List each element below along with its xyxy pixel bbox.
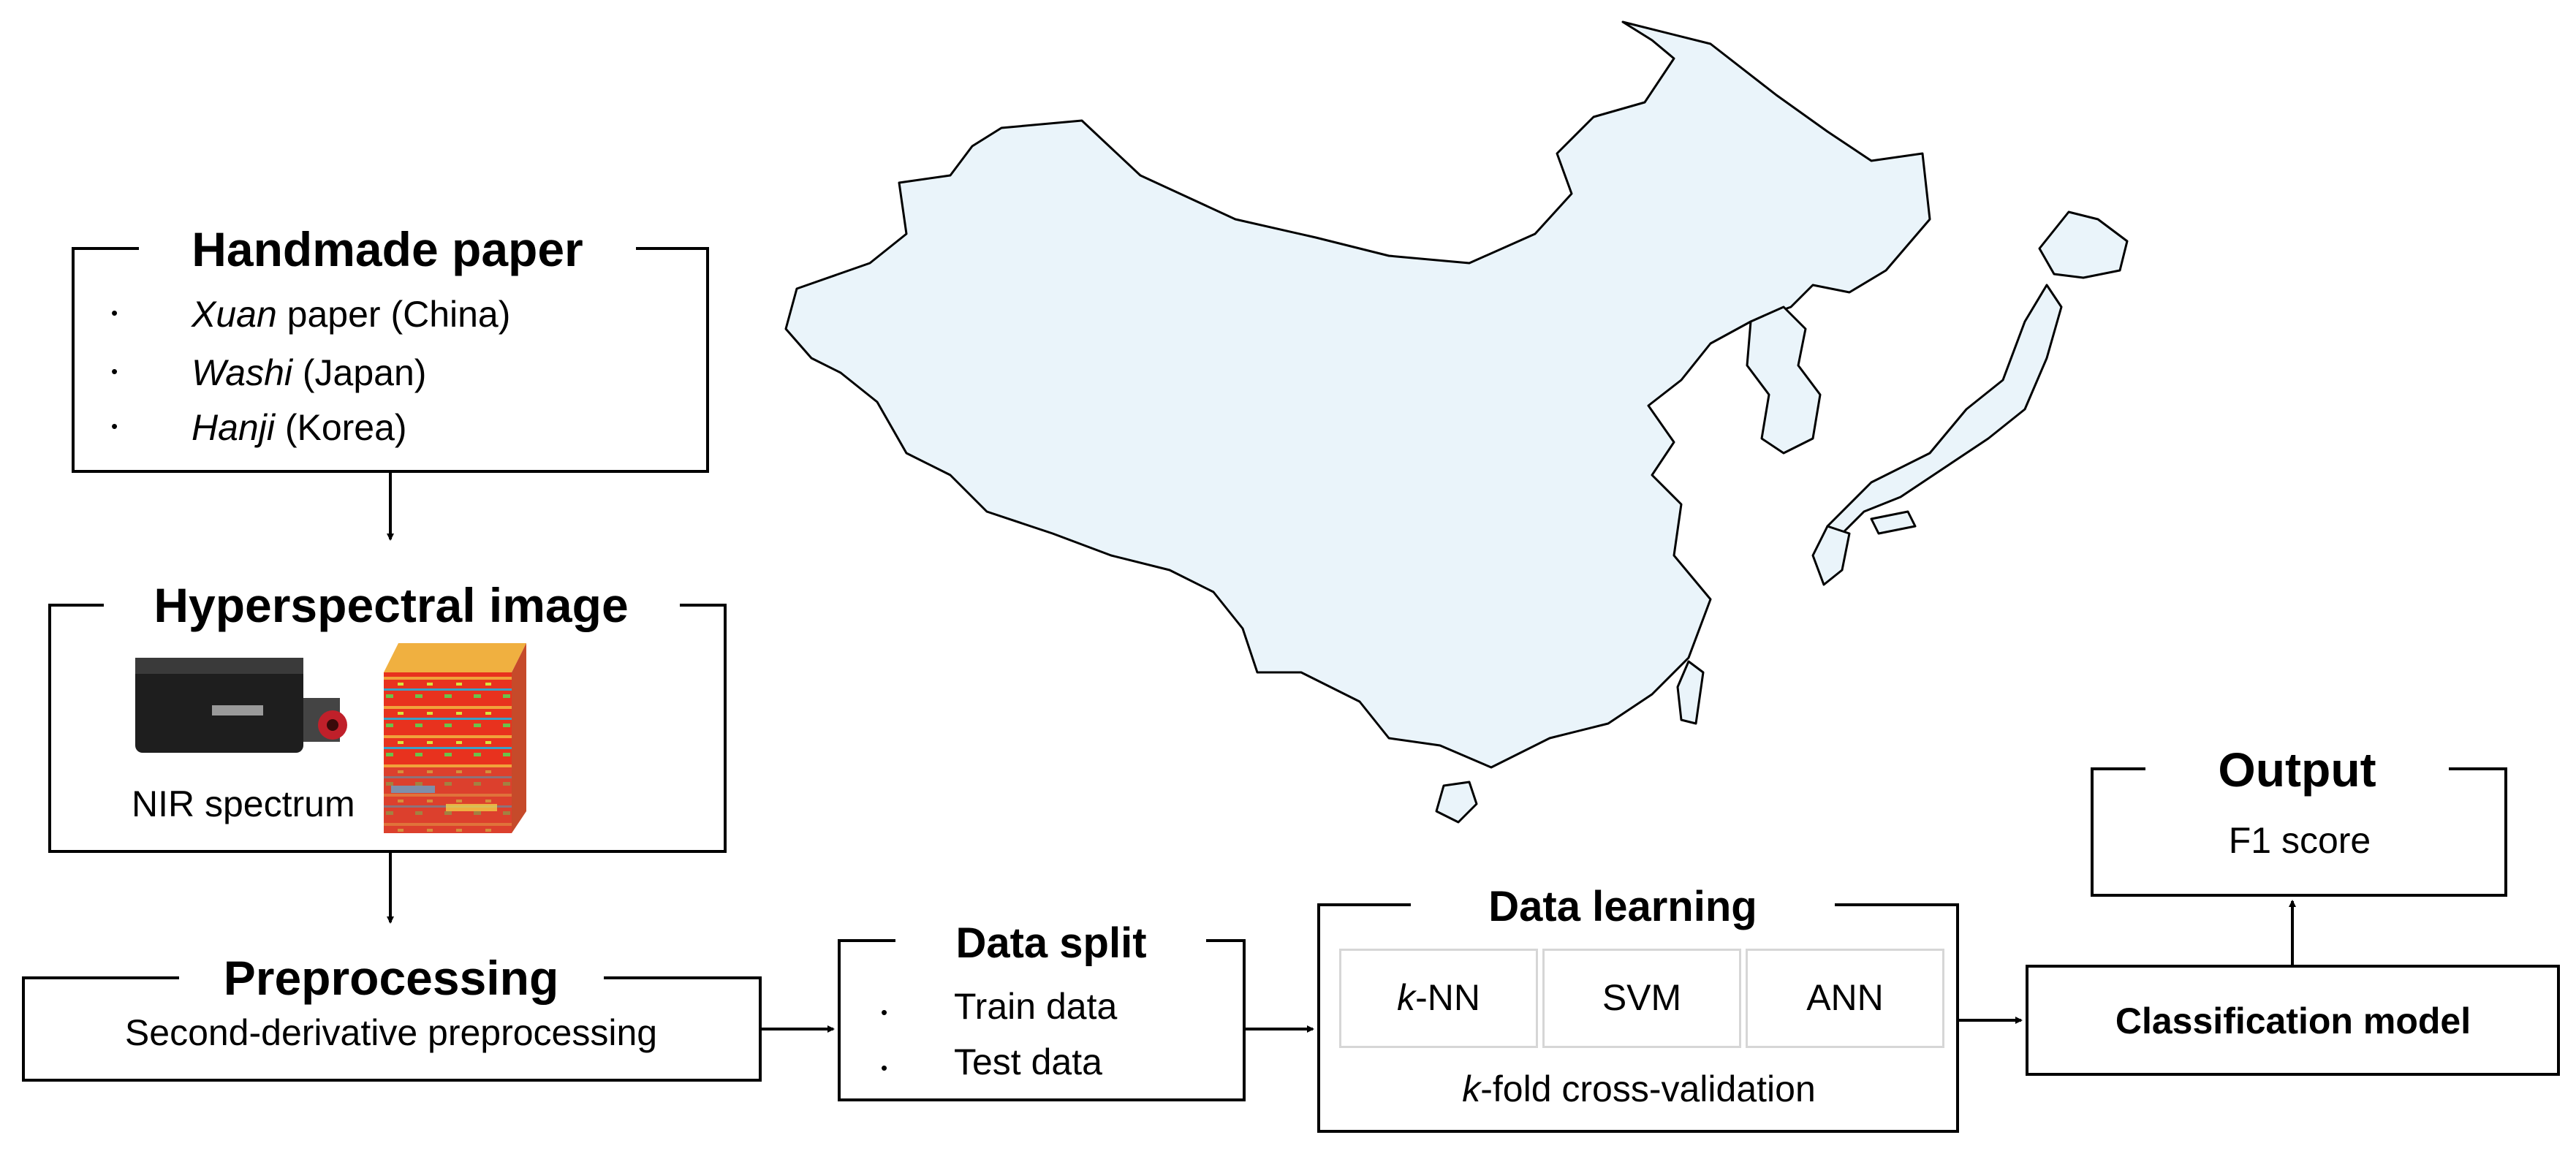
hainan [1435, 781, 1478, 824]
bullet: • [111, 360, 118, 382]
kyushu [1811, 525, 1851, 586]
output-subtitle: F1 score [2228, 820, 2371, 861]
datasplit-box [838, 939, 1246, 1101]
camera-image [135, 658, 347, 753]
knn-label-italic: k [1397, 977, 1416, 1018]
handmade-item-1: Xuan paper (China) [192, 296, 510, 333]
crossval-italic: k [1462, 1068, 1481, 1109]
bullet: • [881, 1001, 888, 1023]
shikoku [1870, 510, 1917, 535]
handmade-item-2-italic: Washi [192, 352, 293, 393]
hyperspectral-title: Hyperspectral image [154, 578, 629, 632]
ann-label: ANN [1806, 977, 1884, 1018]
handmade-item-1-italic: Xuan [192, 294, 277, 335]
bullet: • [111, 415, 118, 437]
bullet: • [111, 302, 118, 324]
handmade-item-3-rest: (Korea) [274, 407, 407, 448]
knn-label-rest: -NN [1415, 977, 1480, 1018]
svm-label: SVM [1602, 977, 1682, 1018]
knn-label: k-NN [1339, 979, 1538, 1016]
hokkaido [2038, 210, 2129, 279]
knn-cell [1339, 949, 1538, 1048]
hyperspectral-box [48, 604, 727, 853]
korea-peninsula [1746, 305, 1822, 455]
crossval-rest: -fold cross-validation [1480, 1068, 1816, 1109]
datasplit-item-1: Train data [954, 986, 1118, 1027]
learning-title: Data learning [1488, 883, 1757, 930]
hyperspectral-caption: NIR spectrum [132, 783, 355, 824]
handmade-item-3: Hanji (Korea) [192, 409, 407, 446]
preprocessing-box [22, 976, 762, 1082]
datasplit-item-2: Test data [954, 1041, 1102, 1082]
ann-cell [1746, 949, 1944, 1048]
preprocessing-title: Preprocessing [223, 951, 559, 1005]
china-mainland [784, 20, 1931, 769]
datasplit-title: Data split [955, 919, 1147, 967]
hyperspectral-cube-image [384, 643, 526, 833]
handmade-item-1-rest: paper (China) [276, 294, 511, 335]
japan-main [1826, 284, 2063, 535]
svm-cell [1542, 949, 1741, 1048]
output-box [2091, 767, 2507, 897]
classification-label: Classification model [2115, 1001, 2471, 1041]
handmade-item-3-italic: Hanji [192, 407, 275, 448]
handmade-item-2: Washi (Japan) [192, 354, 426, 391]
output-title: Output [2218, 743, 2376, 797]
learning-box [1317, 903, 1959, 1133]
flow-arrows [387, 471, 2296, 1033]
bullet: • [881, 1057, 888, 1079]
handmade-item-2-rest: (Japan) [292, 352, 427, 393]
preprocessing-subtitle: Second-derivative preprocessing [124, 1012, 658, 1053]
handmade-title: Handmade paper [192, 222, 583, 276]
crossval-label: k-fold cross-validation [1323, 1071, 1955, 1107]
east-asia-map [784, 20, 2129, 824]
taiwan [1676, 660, 1705, 725]
